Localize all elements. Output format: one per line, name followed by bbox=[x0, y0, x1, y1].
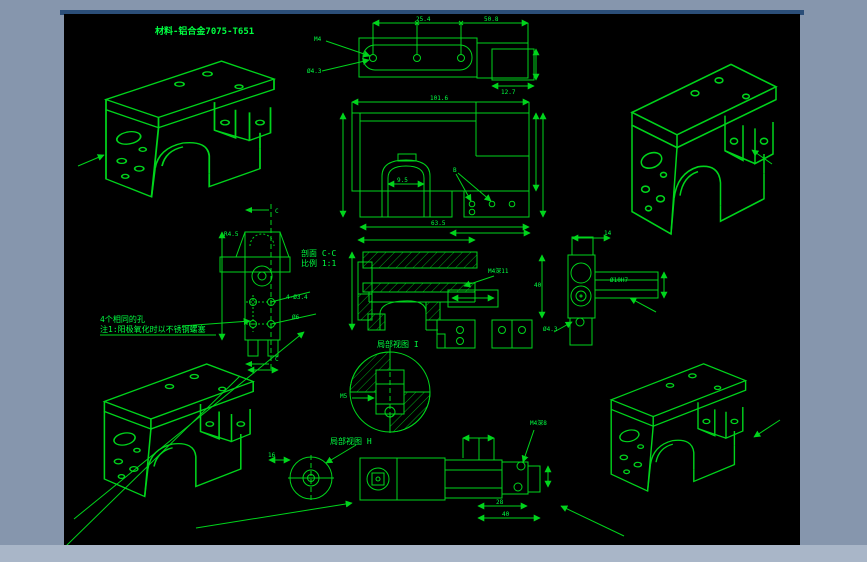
dim-label: 63.5 bbox=[431, 220, 446, 227]
dim-label: Ø10H7 bbox=[610, 277, 628, 284]
dim-label: C bbox=[275, 208, 279, 215]
dim-label: 28 bbox=[496, 499, 504, 506]
dim-label: 40 bbox=[502, 511, 510, 518]
dim-label: 4-Ø3.4 bbox=[286, 294, 308, 301]
dim-label: 40 bbox=[534, 282, 542, 289]
iso-view-bottom-right bbox=[610, 363, 781, 492]
iso-view-top-left bbox=[77, 60, 275, 198]
dim-label: M5 bbox=[340, 393, 348, 400]
front-view bbox=[339, 98, 547, 231]
top-view bbox=[321, 19, 540, 90]
leader-m4 bbox=[325, 40, 371, 58]
dim-label: 9.5 bbox=[397, 177, 408, 184]
leader-dia bbox=[321, 58, 370, 72]
dim-label: 14 bbox=[604, 230, 612, 237]
bottom-bar-view bbox=[195, 429, 625, 537]
dim-label: 101.6 bbox=[430, 95, 448, 102]
dim-label: 50.8 bbox=[484, 16, 499, 23]
dim-label: C bbox=[275, 356, 279, 363]
canvas-top-border bbox=[60, 10, 804, 15]
dim-label: M4深11 bbox=[488, 267, 509, 275]
detail-i-title: 局部视图 I bbox=[377, 339, 419, 349]
dim-label: Ø4.3 bbox=[543, 326, 558, 333]
dim-label: M4 bbox=[314, 36, 322, 43]
window-bottom-band bbox=[0, 545, 867, 562]
cad-drawing: 材料-铝合金7075-T651 bbox=[66, 16, 781, 545]
detail-view-i bbox=[349, 348, 431, 436]
section-scale: 比例 1:1 bbox=[301, 258, 336, 268]
detail-h-title: 局部视图 H bbox=[330, 436, 372, 446]
anodize-note: 注1:阳极氧化时以不锈钢螺塞 bbox=[100, 324, 206, 334]
dim-label: B bbox=[453, 167, 457, 174]
dim-label: R4.5 bbox=[224, 231, 239, 238]
dim-label: 12.7 bbox=[501, 89, 516, 96]
drawing-canvas[interactable]: 材料-铝合金7075-T651 bbox=[64, 14, 800, 545]
thread-callout-leader bbox=[463, 275, 495, 288]
iso-view-top-right bbox=[631, 63, 777, 235]
right-view bbox=[538, 234, 668, 346]
dim-label: Ø6 bbox=[292, 314, 300, 321]
iso-view-bottom-left bbox=[66, 331, 305, 545]
dim-label: 16 bbox=[268, 452, 276, 459]
dim-label: 25.4 bbox=[416, 16, 431, 23]
note-leader bbox=[181, 317, 251, 327]
detail-view-h bbox=[268, 444, 357, 502]
section-title: 剖面 C-C bbox=[301, 248, 336, 258]
material-note: 材料-铝合金7075-T651 bbox=[154, 25, 254, 37]
dim-label: M4深8 bbox=[530, 419, 547, 427]
dim-label: Ø4.3 bbox=[307, 68, 322, 75]
section-view bbox=[348, 229, 533, 349]
side-view bbox=[181, 204, 317, 374]
holes-note: 4个相同的孔 bbox=[100, 314, 145, 324]
